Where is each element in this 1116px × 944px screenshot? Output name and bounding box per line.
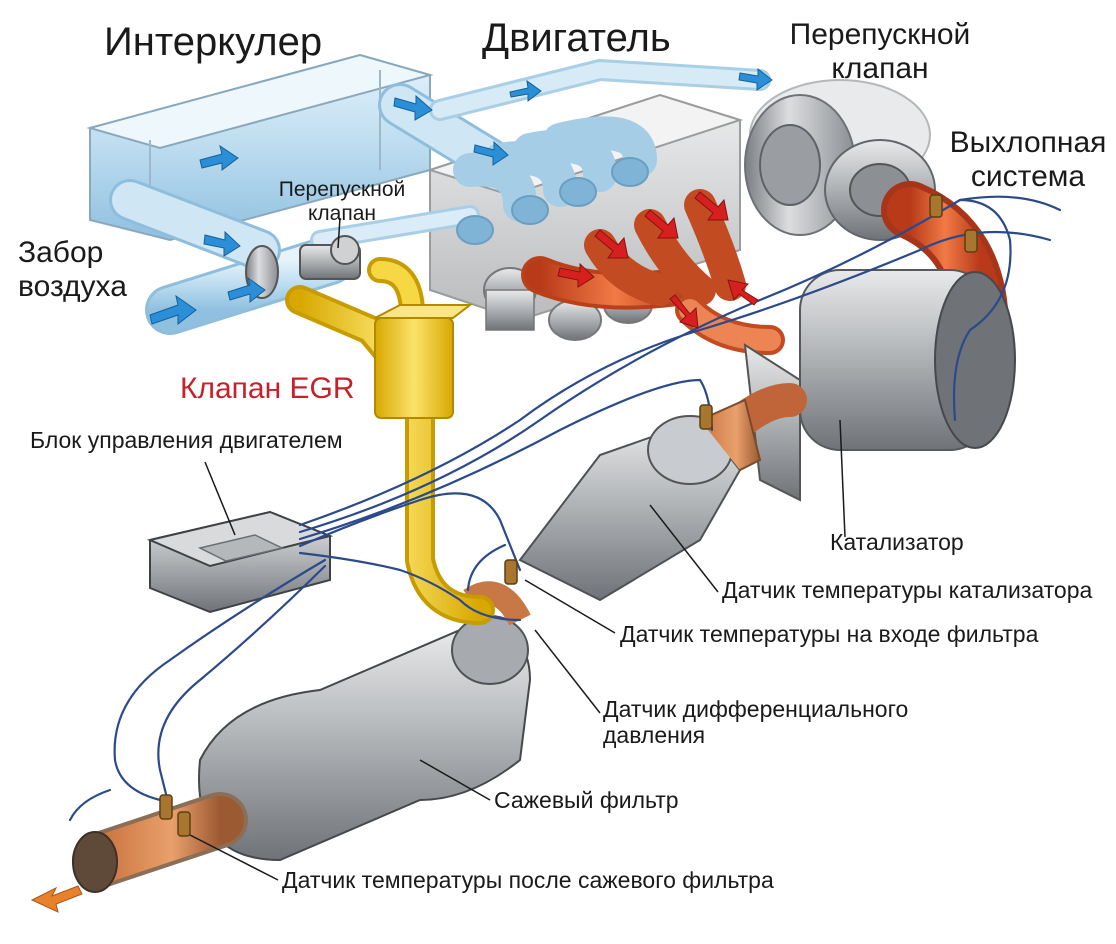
catalyst-canister — [799, 269, 1016, 451]
sensor-probes — [159, 194, 978, 837]
label-catalyst-temp-sensor: Датчик температуры катализатора — [722, 577, 1093, 603]
label-egr-valve: Клапан EGR — [180, 372, 355, 405]
leader-lines — [189, 217, 846, 881]
catalytic-converter — [518, 398, 762, 602]
label-air-intake: Забор воздуха — [18, 236, 127, 303]
ecu-unit — [146, 510, 334, 614]
outlet-pipe — [72, 792, 248, 893]
label-bypass-valve-top: Перепускной клапан — [789, 18, 971, 85]
soot-filter-body — [198, 581, 532, 862]
egr-pipe — [285, 257, 495, 625]
label-filter-inlet-temp-sensor: Датчик температуры на входе фильтра — [620, 621, 1039, 647]
sensor-wires — [68, 195, 1062, 822]
label-soot-filter: Сажевый фильтр — [494, 787, 679, 813]
exhaust-flow-arrow-icon — [557, 191, 759, 329]
label-ecu: Блок управления двигателем — [30, 427, 343, 453]
intake-manifold — [453, 116, 657, 245]
label-intercooler: Интеркулер — [104, 20, 323, 64]
label-engine: Двигатель — [482, 16, 671, 60]
label-differential-pressure-sensor: Датчик дифференциального давления — [603, 696, 909, 748]
label-catalyst: Катализатор — [830, 529, 964, 555]
label-after-filter-temp-sensor: Датчик температуры после сажевого фильтр… — [282, 867, 774, 893]
egr-valve-block — [374, 304, 473, 419]
air-flow-arrow-icon — [149, 67, 773, 326]
label-exhaust-system: Выхлопная система — [949, 126, 1107, 193]
intercooler-unit — [86, 53, 434, 242]
outlet-arrow-icon — [30, 885, 83, 913]
label-bypass-valve-small: Перепускной клапан — [278, 178, 406, 225]
